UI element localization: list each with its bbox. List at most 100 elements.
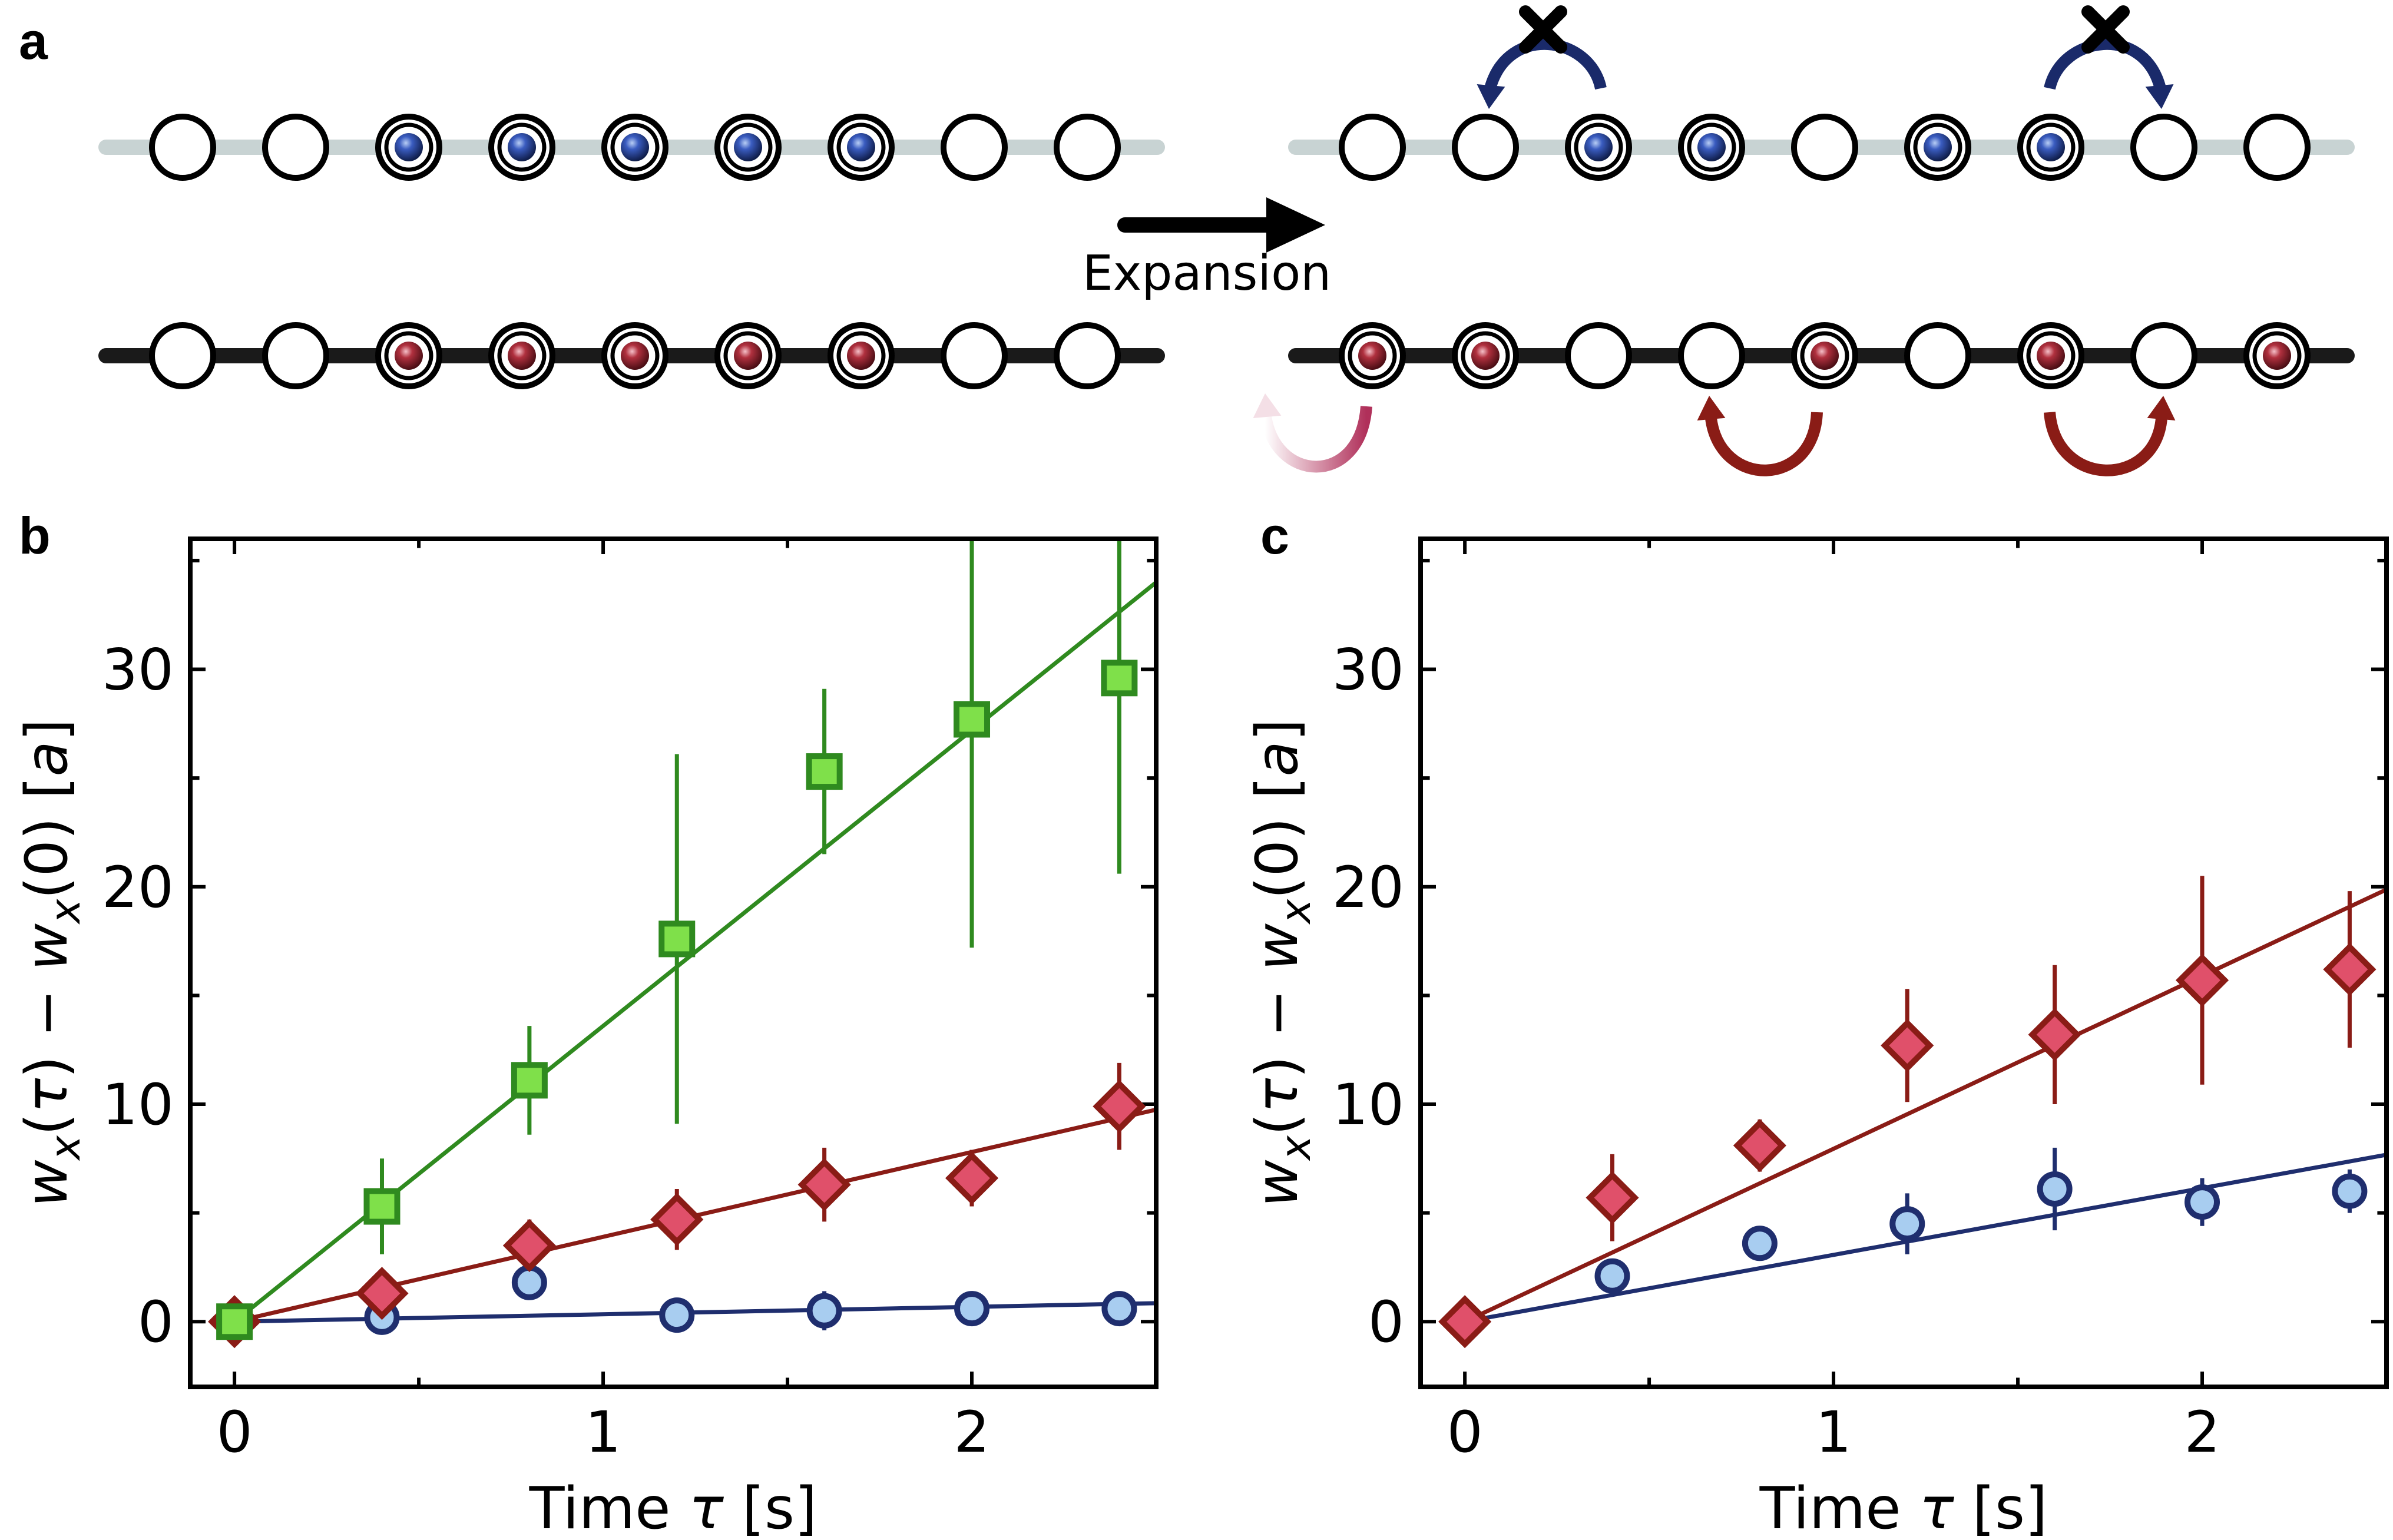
green-data-point: [216, 1303, 253, 1340]
occupied-site: [1791, 322, 1858, 389]
x-tick-label: 2: [954, 1399, 989, 1465]
occupied-site: [828, 322, 895, 389]
empty-site: [262, 322, 329, 389]
blue-data-point: [1742, 1226, 1778, 1261]
empty-site: [1791, 114, 1858, 181]
y-tick-label: 0: [138, 1289, 174, 1355]
plot-area: [1462, 876, 2387, 1329]
y-tick-label: 30: [1332, 637, 1404, 703]
empty-site: [149, 322, 216, 389]
occupied-site: [601, 114, 668, 181]
lattice-right-top: [1288, 114, 2355, 181]
lattice-left-top: [98, 114, 1165, 181]
y-tick-label: 10: [1332, 1072, 1404, 1138]
red-data-point: [2175, 953, 2229, 1007]
lattice-right-bottom: [1288, 322, 2355, 389]
occupied-site: [1678, 114, 1745, 181]
blue-data-point: [806, 1293, 842, 1329]
occupied-site: [375, 322, 442, 389]
red-data-point: [355, 1267, 409, 1320]
lattice-left-bottom: [98, 322, 1165, 389]
empty-site: [2243, 114, 2311, 181]
occupied-site: [714, 114, 782, 181]
green-data-point: [511, 1062, 548, 1099]
occupied-site: [2243, 322, 2311, 389]
empty-site: [2130, 322, 2197, 389]
empty-site: [1678, 322, 1745, 389]
green-data-point: [363, 1188, 401, 1225]
red-data-point: [502, 1218, 556, 1273]
empty-site: [1904, 322, 1971, 389]
red-data-point: [2323, 943, 2377, 996]
green-data-point: [658, 920, 696, 958]
empty-site: [1054, 114, 1121, 181]
y-tick-label: 0: [1368, 1289, 1404, 1355]
red-data-point: [1586, 1171, 1639, 1224]
occupied-site: [1565, 114, 1632, 181]
red-data-point: [945, 1151, 999, 1205]
empty-site: [941, 114, 1008, 181]
x-axis-label: Time τ [s]: [1759, 1475, 2048, 1540]
plot-frame: [1418, 536, 2389, 1389]
x-tick-label: 2: [2184, 1399, 2220, 1465]
y-tick-label: 30: [102, 637, 174, 703]
panel-label-a: a: [19, 12, 48, 70]
blue-data-point: [659, 1297, 695, 1333]
x-tick-label: 1: [585, 1399, 621, 1465]
red-data-point: [797, 1158, 851, 1211]
y-tick-label: 20: [102, 855, 174, 920]
blue-data-point: [2185, 1184, 2220, 1220]
green-data-point: [806, 753, 843, 790]
blue-fit-line: [1464, 1152, 2387, 1324]
faded-hop-arrow: [1253, 393, 1372, 473]
occupied-site: [1904, 114, 1971, 181]
empty-site: [2130, 114, 2197, 181]
x-tick-label: 0: [217, 1399, 253, 1465]
empty-site: [262, 114, 329, 181]
y-tick-label: 10: [102, 1072, 174, 1138]
occupied-site: [601, 322, 668, 389]
occupied-site: [2017, 114, 2084, 181]
empty-site: [1565, 322, 1632, 389]
occupied-site: [828, 114, 895, 181]
empty-site: [1339, 114, 1406, 181]
occupied-site: [488, 114, 555, 181]
panel-label-b: b: [19, 506, 51, 565]
blue-data-point: [511, 1264, 547, 1300]
expansion-arrow: [1117, 197, 1325, 253]
red-data-point: [2028, 1008, 2081, 1061]
occupied-site: [1339, 322, 1406, 389]
plot-frame: [188, 536, 1159, 1389]
blue-data-point: [2332, 1173, 2368, 1209]
red-fit-line: [1464, 887, 2387, 1324]
x-tick-label: 0: [1447, 1399, 1483, 1465]
blue-data-point: [1889, 1206, 1925, 1242]
empty-site: [941, 322, 1008, 389]
blue-data-point: [954, 1291, 990, 1327]
blocked-hop-arrow-right: [2044, 5, 2174, 109]
blocked-cross-icon: [2081, 5, 2130, 54]
empty-site: [1452, 114, 1519, 181]
red-data-point: [1881, 1019, 1934, 1072]
y-axis-label: wx(τ) − wx(0) [a]: [14, 718, 90, 1207]
blue-data-point: [2037, 1171, 2073, 1207]
axis-ticks: [190, 539, 1158, 1387]
lattice-schematic: [98, 5, 2355, 476]
red-data-point: [650, 1193, 704, 1246]
green-data-point: [954, 701, 991, 738]
blue-data-point: [1101, 1291, 1137, 1327]
y-axis-label: wx(τ) − wx(0) [a]: [1244, 718, 1320, 1207]
red-data-point: [1733, 1119, 1786, 1173]
hop-arrow-left: [1697, 396, 1823, 476]
x-axis-label: Time τ [s]: [529, 1475, 817, 1540]
red-data-point: [1093, 1079, 1146, 1133]
occupied-site: [2017, 322, 2084, 389]
blue-data-point: [1594, 1258, 1630, 1294]
axis-ticks: [1421, 539, 2388, 1387]
empty-site: [149, 114, 216, 181]
occupied-site: [1452, 322, 1519, 389]
red-data-point: [1438, 1295, 1492, 1349]
green-data-point: [1101, 660, 1138, 697]
